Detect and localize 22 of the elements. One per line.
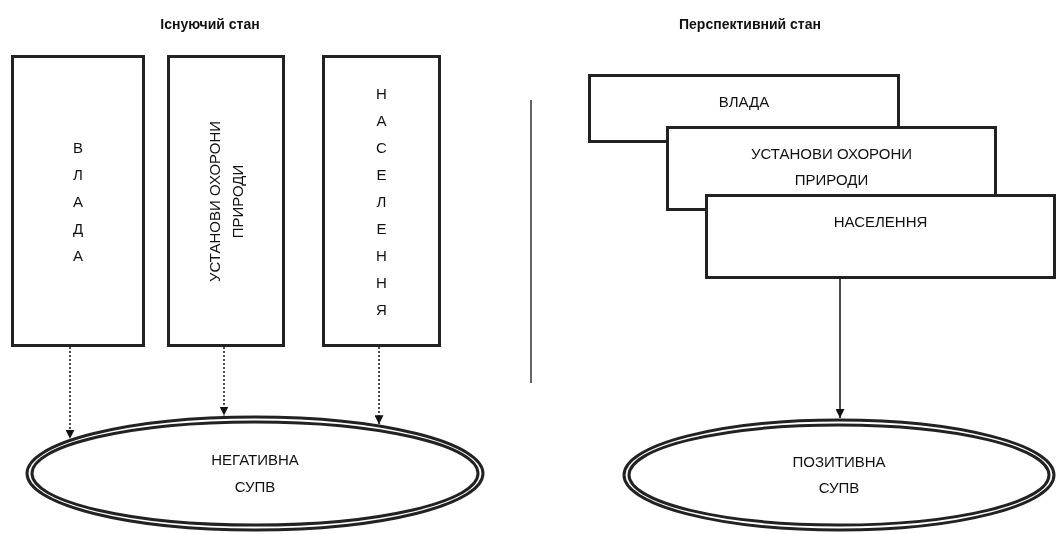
arrow: [219, 346, 229, 417]
arrow: [65, 346, 75, 440]
process-box: [322, 55, 441, 347]
process-box: [167, 55, 285, 347]
process-box: [705, 194, 1056, 279]
double-ellipse: [25, 415, 485, 532]
box-text: УСТАНОВИ ОХОРОНИ ПРИРОДИ: [749, 144, 914, 191]
box-text: НАСЕЛЕННЯ: [833, 212, 928, 232]
rotated-text: УСТАНОВИ ОХОРОНИ ПРИРОДИ: [204, 119, 247, 284]
vertical-text: НАСЕЛЕННЯ: [375, 83, 388, 320]
ellipse-text: ПОЗИТИВНА СУПВ: [791, 451, 887, 498]
section-heading: Існуючий стан: [159, 15, 261, 34]
process-box: [588, 74, 900, 126]
vertical-text: ВЛАДА: [71, 137, 85, 266]
process-box: [11, 55, 145, 347]
double-ellipse: [622, 418, 1056, 532]
section-heading: Перспективний стан: [678, 15, 822, 34]
arrow: [374, 346, 384, 425]
process-box: [666, 126, 997, 194]
box-text: ВЛАДА: [718, 92, 770, 112]
arrow: [835, 278, 845, 419]
ellipse-text: НЕГАТИВНА СУПВ: [210, 450, 300, 497]
